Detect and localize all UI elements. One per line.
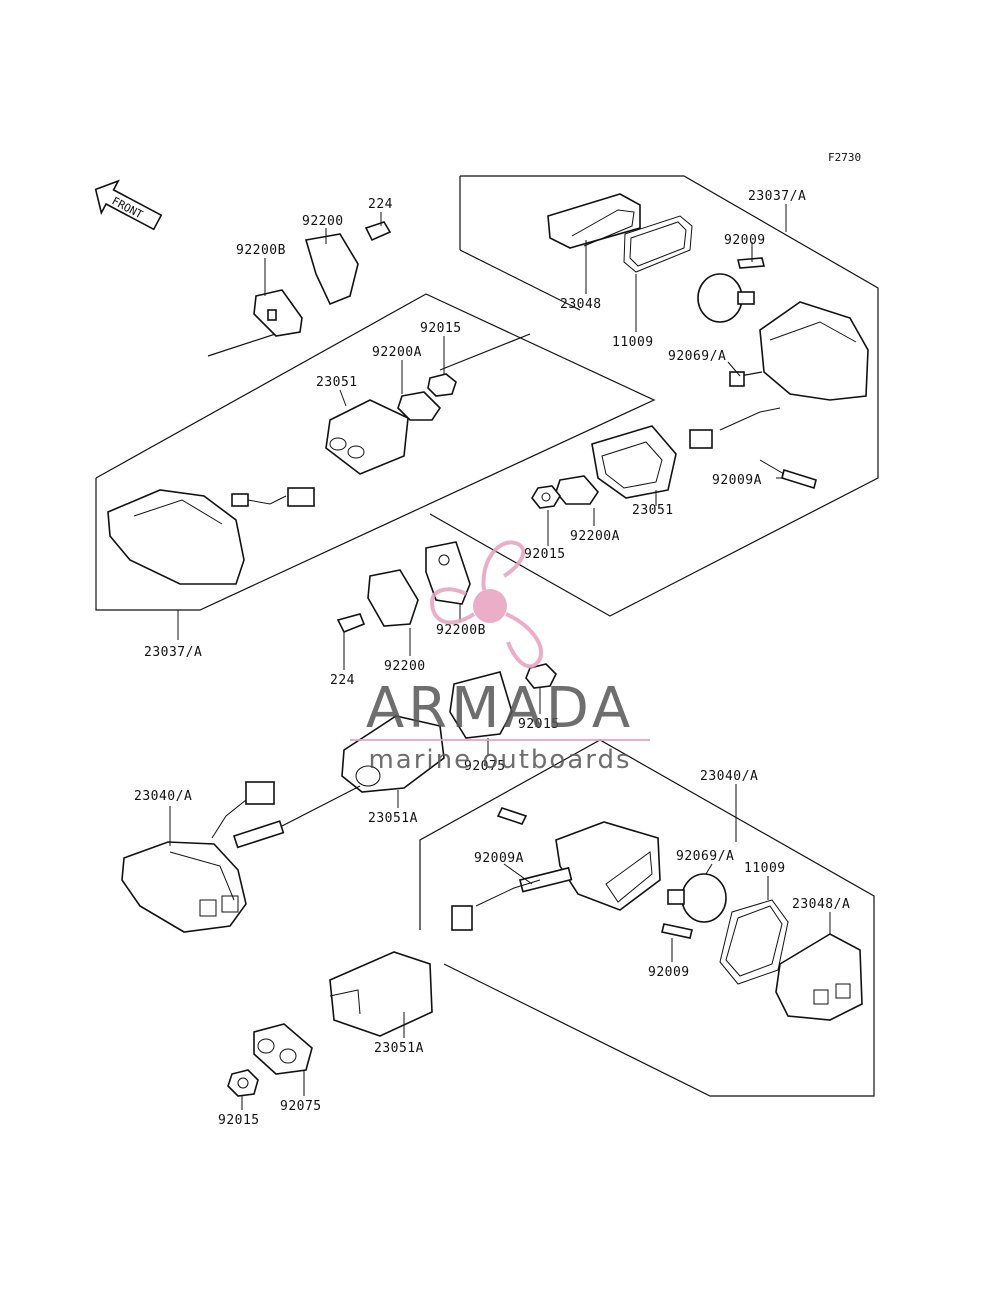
- callout-label: 92069/A: [676, 849, 734, 864]
- callout-label: 23051A: [374, 1041, 424, 1056]
- callout-labels: 224 92200 92200B 92015 92200A 23051 2303…: [134, 189, 850, 1128]
- callout-label: 92075: [464, 759, 506, 774]
- callout-label: 92009: [648, 965, 690, 980]
- center-mount-parts: [336, 541, 557, 793]
- callout-label: 23048/A: [792, 897, 850, 912]
- callout-label: 23037/A: [748, 189, 806, 204]
- callout-leaders: [169, 204, 831, 1110]
- callout-label: 23051: [632, 503, 674, 518]
- callout-label: 92200B: [236, 243, 286, 258]
- callout-label: 92009A: [712, 473, 762, 488]
- callout-label: 92015: [518, 717, 560, 732]
- front-arrow-icon: FRONT: [94, 179, 163, 231]
- front-right-signal-group: [419, 739, 875, 1097]
- callout-label: 23037/A: [144, 645, 202, 660]
- callout-label: 92200A: [372, 345, 422, 360]
- callout-label: 92200: [384, 659, 426, 674]
- propeller-logo-icon: [429, 540, 544, 669]
- callout-label: 92015: [524, 547, 566, 562]
- callout-label: 11009: [744, 861, 786, 876]
- callout-label: 92200: [302, 214, 344, 229]
- callout-label: 23051A: [368, 811, 418, 826]
- callout-label: 23051: [316, 375, 358, 390]
- callout-label: 92200B: [436, 623, 486, 638]
- callout-label: 23040/A: [700, 769, 758, 784]
- rear-left-signal-group: [95, 221, 656, 611]
- rear-right-signal-group: [429, 175, 879, 617]
- callout-label: 23040/A: [134, 789, 192, 804]
- diagram-ref-code: F2730: [828, 151, 861, 164]
- callout-label: 92015: [420, 321, 462, 336]
- front-left-signal-group: [121, 781, 433, 1097]
- callout-label: 92200A: [570, 529, 620, 544]
- callout-label: 92075: [280, 1099, 322, 1114]
- watermark-brand: ARMADA: [366, 676, 634, 741]
- armada-watermark: ARMADA marine outboards: [350, 540, 650, 775]
- callout-label: 224: [368, 197, 393, 212]
- callout-label: 23048: [560, 297, 602, 312]
- callout-label: 92015: [218, 1113, 260, 1128]
- callout-label: 224: [330, 673, 355, 688]
- callout-label: 92009A: [474, 851, 524, 866]
- callout-label: 11009: [612, 335, 654, 350]
- callout-label: 92009: [724, 233, 766, 248]
- callout-label: 92069/A: [668, 349, 726, 364]
- watermark-tagline: marine outboards: [368, 745, 631, 775]
